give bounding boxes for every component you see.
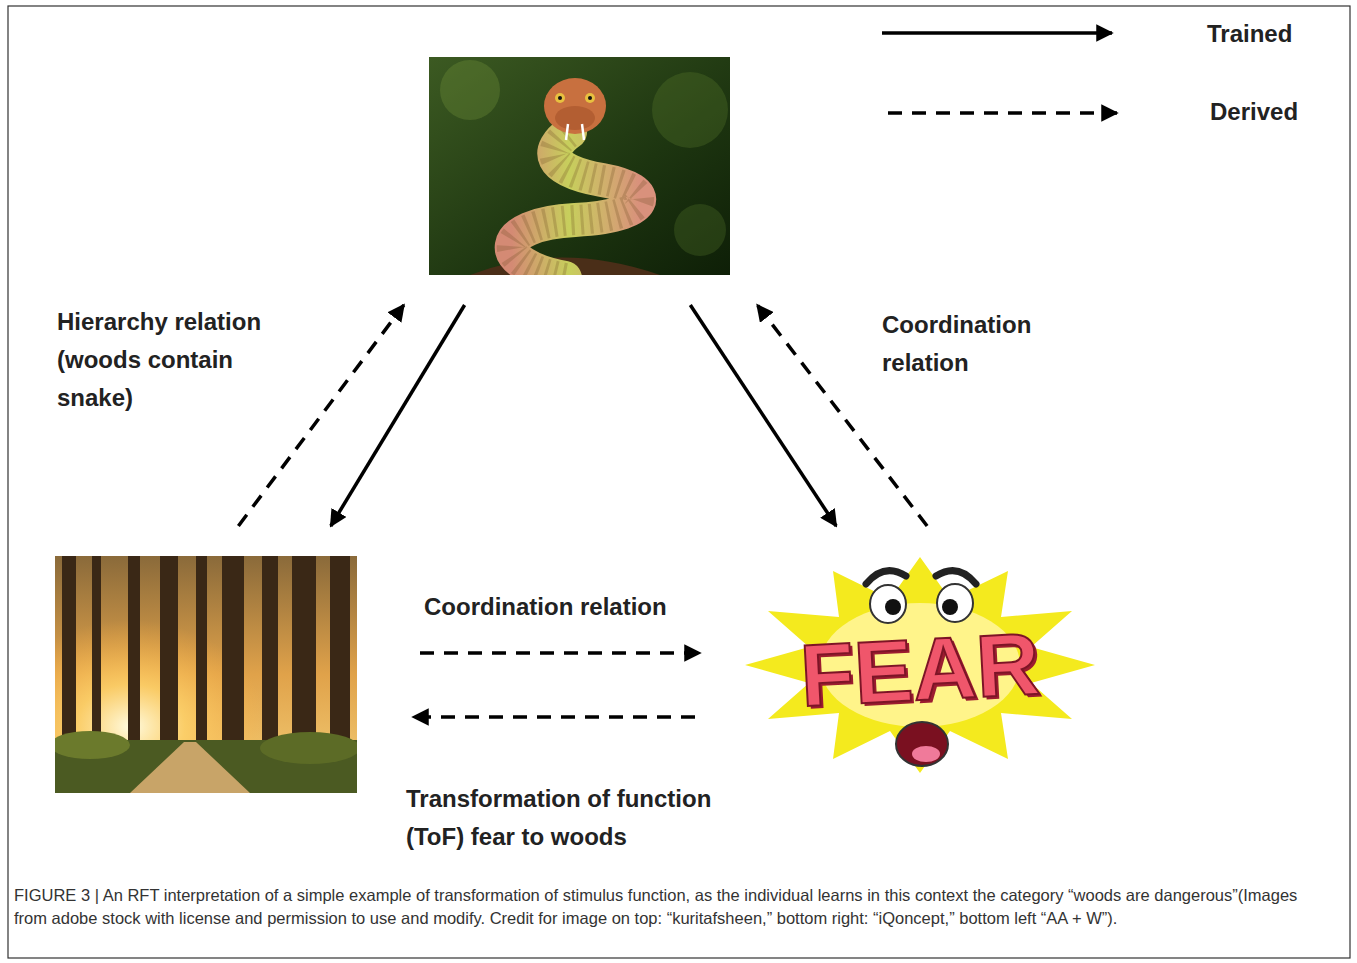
derived-arrow (413, 715, 695, 719)
woods-picture (55, 556, 357, 793)
derived-arrow (420, 651, 700, 655)
relation-label: Coordination relation (424, 588, 667, 626)
legend-text: Derived (1210, 93, 1298, 131)
pupil (942, 599, 958, 615)
snake-head (544, 78, 606, 134)
trained-arrow (690, 305, 836, 526)
snake-pupil (588, 96, 592, 100)
eye (870, 585, 906, 623)
bokeh (674, 204, 726, 256)
relation-label: Transformation of function (ToF) fear to… (406, 780, 736, 856)
shrub (55, 731, 130, 759)
snake-eye (555, 93, 565, 103)
figure-frame (8, 6, 1350, 958)
relation-label: Hierarchy relation (woods contain snake) (57, 303, 282, 417)
snake-fang (566, 124, 568, 140)
snake-fang (582, 124, 584, 140)
derived-arrow (757, 305, 927, 526)
legend-text: Trained (1207, 15, 1292, 53)
legend-solid-arrow (882, 31, 1112, 35)
bokeh (652, 72, 728, 148)
legend-dashed-arrow (888, 111, 1117, 115)
snake-body (512, 132, 639, 275)
snake-picture (429, 57, 730, 275)
woods-image (55, 556, 357, 793)
eye (937, 584, 973, 622)
derived-arrow (238, 305, 403, 526)
eyebrow (936, 571, 976, 584)
figure-caption: FIGURE 3 | An RFT interpretation of a si… (14, 884, 1314, 930)
forest-path (130, 742, 250, 793)
fear-image: FEAR (740, 556, 1100, 775)
snake-eye (585, 93, 595, 103)
node-text: FEAR (738, 617, 1102, 724)
eyebrow (866, 571, 906, 584)
snake-pupil (558, 96, 562, 100)
shrub (260, 732, 357, 764)
mouth (896, 722, 948, 766)
snake-image (429, 57, 730, 275)
relation-label: Coordination relation (882, 306, 1057, 382)
snake-snout (555, 106, 595, 130)
trained-arrow (331, 305, 465, 526)
tongue (912, 746, 940, 762)
pupil (885, 599, 901, 615)
bokeh (440, 60, 500, 120)
snake-scales (512, 132, 639, 275)
